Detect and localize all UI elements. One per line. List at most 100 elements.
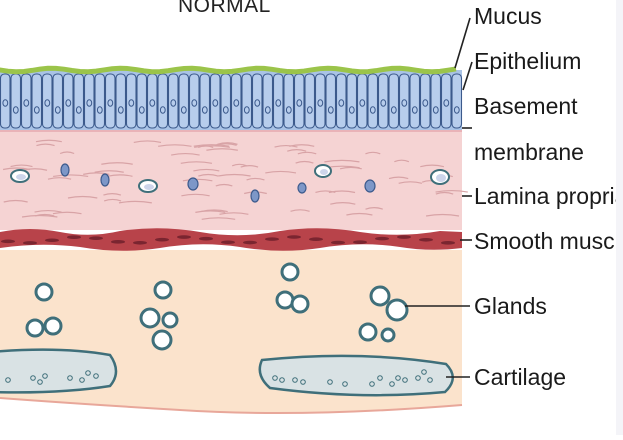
- connective-fiber: [133, 140, 162, 144]
- muscle-nucleus: [375, 236, 389, 241]
- muscle-nucleus: [1, 239, 15, 244]
- connective-fiber: [22, 168, 48, 171]
- connective-fiber: [394, 159, 410, 163]
- epithelial-cell: [241, 73, 253, 129]
- vessel-lumen: [16, 174, 26, 180]
- cell-nucleus: [65, 99, 72, 107]
- lymphocyte: [250, 189, 260, 203]
- chondrocyte: [300, 379, 306, 385]
- chondrocyte: [272, 375, 278, 381]
- cell-nucleus: [338, 99, 345, 107]
- muscle-nucleus: [441, 241, 455, 245]
- connective-fiber: [435, 191, 454, 195]
- epithelial-cell: [41, 73, 53, 129]
- label-smooth-muscle: Smooth muscle: [474, 228, 623, 254]
- lamina-propria-layer: [0, 130, 462, 230]
- connective-fiber: [274, 144, 298, 148]
- label-basement-line2: membrane: [474, 139, 584, 165]
- chondrocyte: [421, 369, 427, 375]
- epithelial-cell: [146, 73, 158, 129]
- connective-fiber: [324, 159, 360, 163]
- muscle-nucleus: [287, 235, 301, 239]
- cell-nucleus: [75, 106, 82, 114]
- lymphocyte: [364, 179, 376, 193]
- cell-nucleus: [317, 99, 324, 107]
- connective-fiber: [67, 195, 98, 199]
- cell-nucleus: [149, 99, 156, 107]
- cell-nucleus: [401, 99, 408, 107]
- epithelial-cell: [73, 73, 85, 129]
- muscle-nucleus: [221, 240, 235, 245]
- connective-fiber: [215, 183, 233, 187]
- chondrocyte: [415, 375, 421, 381]
- epithelial-cell: [356, 73, 368, 129]
- leader-lines: [405, 17, 473, 378]
- cell-nucleus: [2, 99, 9, 107]
- connective-fiber: [330, 202, 356, 205]
- connective-fiber: [47, 177, 72, 180]
- epithelial-cell: [0, 73, 11, 129]
- cell-nucleus: [422, 99, 429, 107]
- connective-fiber: [171, 152, 200, 156]
- connective-fiber: [180, 161, 213, 164]
- epithelial-cell: [125, 73, 137, 129]
- muscle-nucleus: [155, 237, 169, 242]
- epithelial-cell: [346, 73, 358, 129]
- connective-fiber: [388, 176, 409, 180]
- muscle-nucleus: [331, 240, 345, 245]
- chondrocyte: [93, 373, 99, 379]
- gland-acinus: [25, 318, 45, 338]
- muscle-nucleus: [199, 236, 213, 241]
- epithelial-cell: [62, 73, 74, 129]
- connective-fiber: [3, 199, 28, 203]
- epithelial-cell: [230, 73, 242, 129]
- cell-nucleus: [443, 99, 450, 107]
- epithelial-cell: [293, 73, 305, 129]
- cell-nucleus: [348, 106, 355, 114]
- chondrocyte: [279, 377, 285, 383]
- epithelial-cell: [304, 73, 316, 129]
- smooth-muscle-layer: [0, 228, 462, 251]
- muscle-nucleus: [45, 238, 59, 243]
- label-cartilage: Cartilage: [474, 364, 567, 390]
- connective-fiber: [420, 164, 445, 168]
- connective-fiber: [425, 213, 460, 217]
- cell-nucleus: [128, 99, 135, 107]
- epithelial-cell: [283, 73, 295, 129]
- connective-fiber: [21, 214, 58, 218]
- cell-nucleus: [86, 99, 93, 107]
- glands-group: [25, 262, 409, 351]
- lymphocyte: [187, 177, 199, 191]
- cell-nucleus: [117, 106, 124, 114]
- connective-fiber: [315, 190, 336, 193]
- cell-nucleus: [44, 99, 51, 107]
- leader-epithelium: [462, 61, 473, 91]
- gland-acinus: [151, 329, 173, 351]
- cell-nucleus: [23, 99, 30, 107]
- lamina-propria-vessels: [10, 163, 450, 203]
- lymphocyte: [100, 173, 110, 187]
- connective-fiber: [193, 168, 220, 172]
- epithelial-cell: [377, 73, 389, 129]
- connective-fiber: [231, 163, 247, 167]
- label-lamina-propria: Lamina propria: [474, 183, 623, 209]
- chondrocyte: [369, 381, 375, 387]
- gland-acinus: [139, 307, 161, 329]
- epithelial-cell: [440, 73, 452, 129]
- cell-nucleus: [159, 106, 166, 114]
- connective-fiber: [435, 189, 468, 193]
- connective-fiber: [193, 145, 230, 148]
- cell-nucleus: [390, 106, 397, 114]
- connective-fiber: [246, 177, 265, 181]
- connective-fiber: [193, 144, 230, 147]
- epithelial-cell: [251, 73, 263, 129]
- chondrocyte: [342, 381, 348, 387]
- smooth-muscle-nuclei: [1, 235, 455, 245]
- chondrocyte: [85, 370, 91, 376]
- muscle-nucleus: [177, 235, 191, 239]
- cell-nucleus: [243, 106, 250, 114]
- chondrocyte: [427, 377, 433, 383]
- connective-fiber: [34, 213, 55, 217]
- epithelial-cell: [272, 73, 284, 129]
- connective-fiber: [182, 178, 213, 182]
